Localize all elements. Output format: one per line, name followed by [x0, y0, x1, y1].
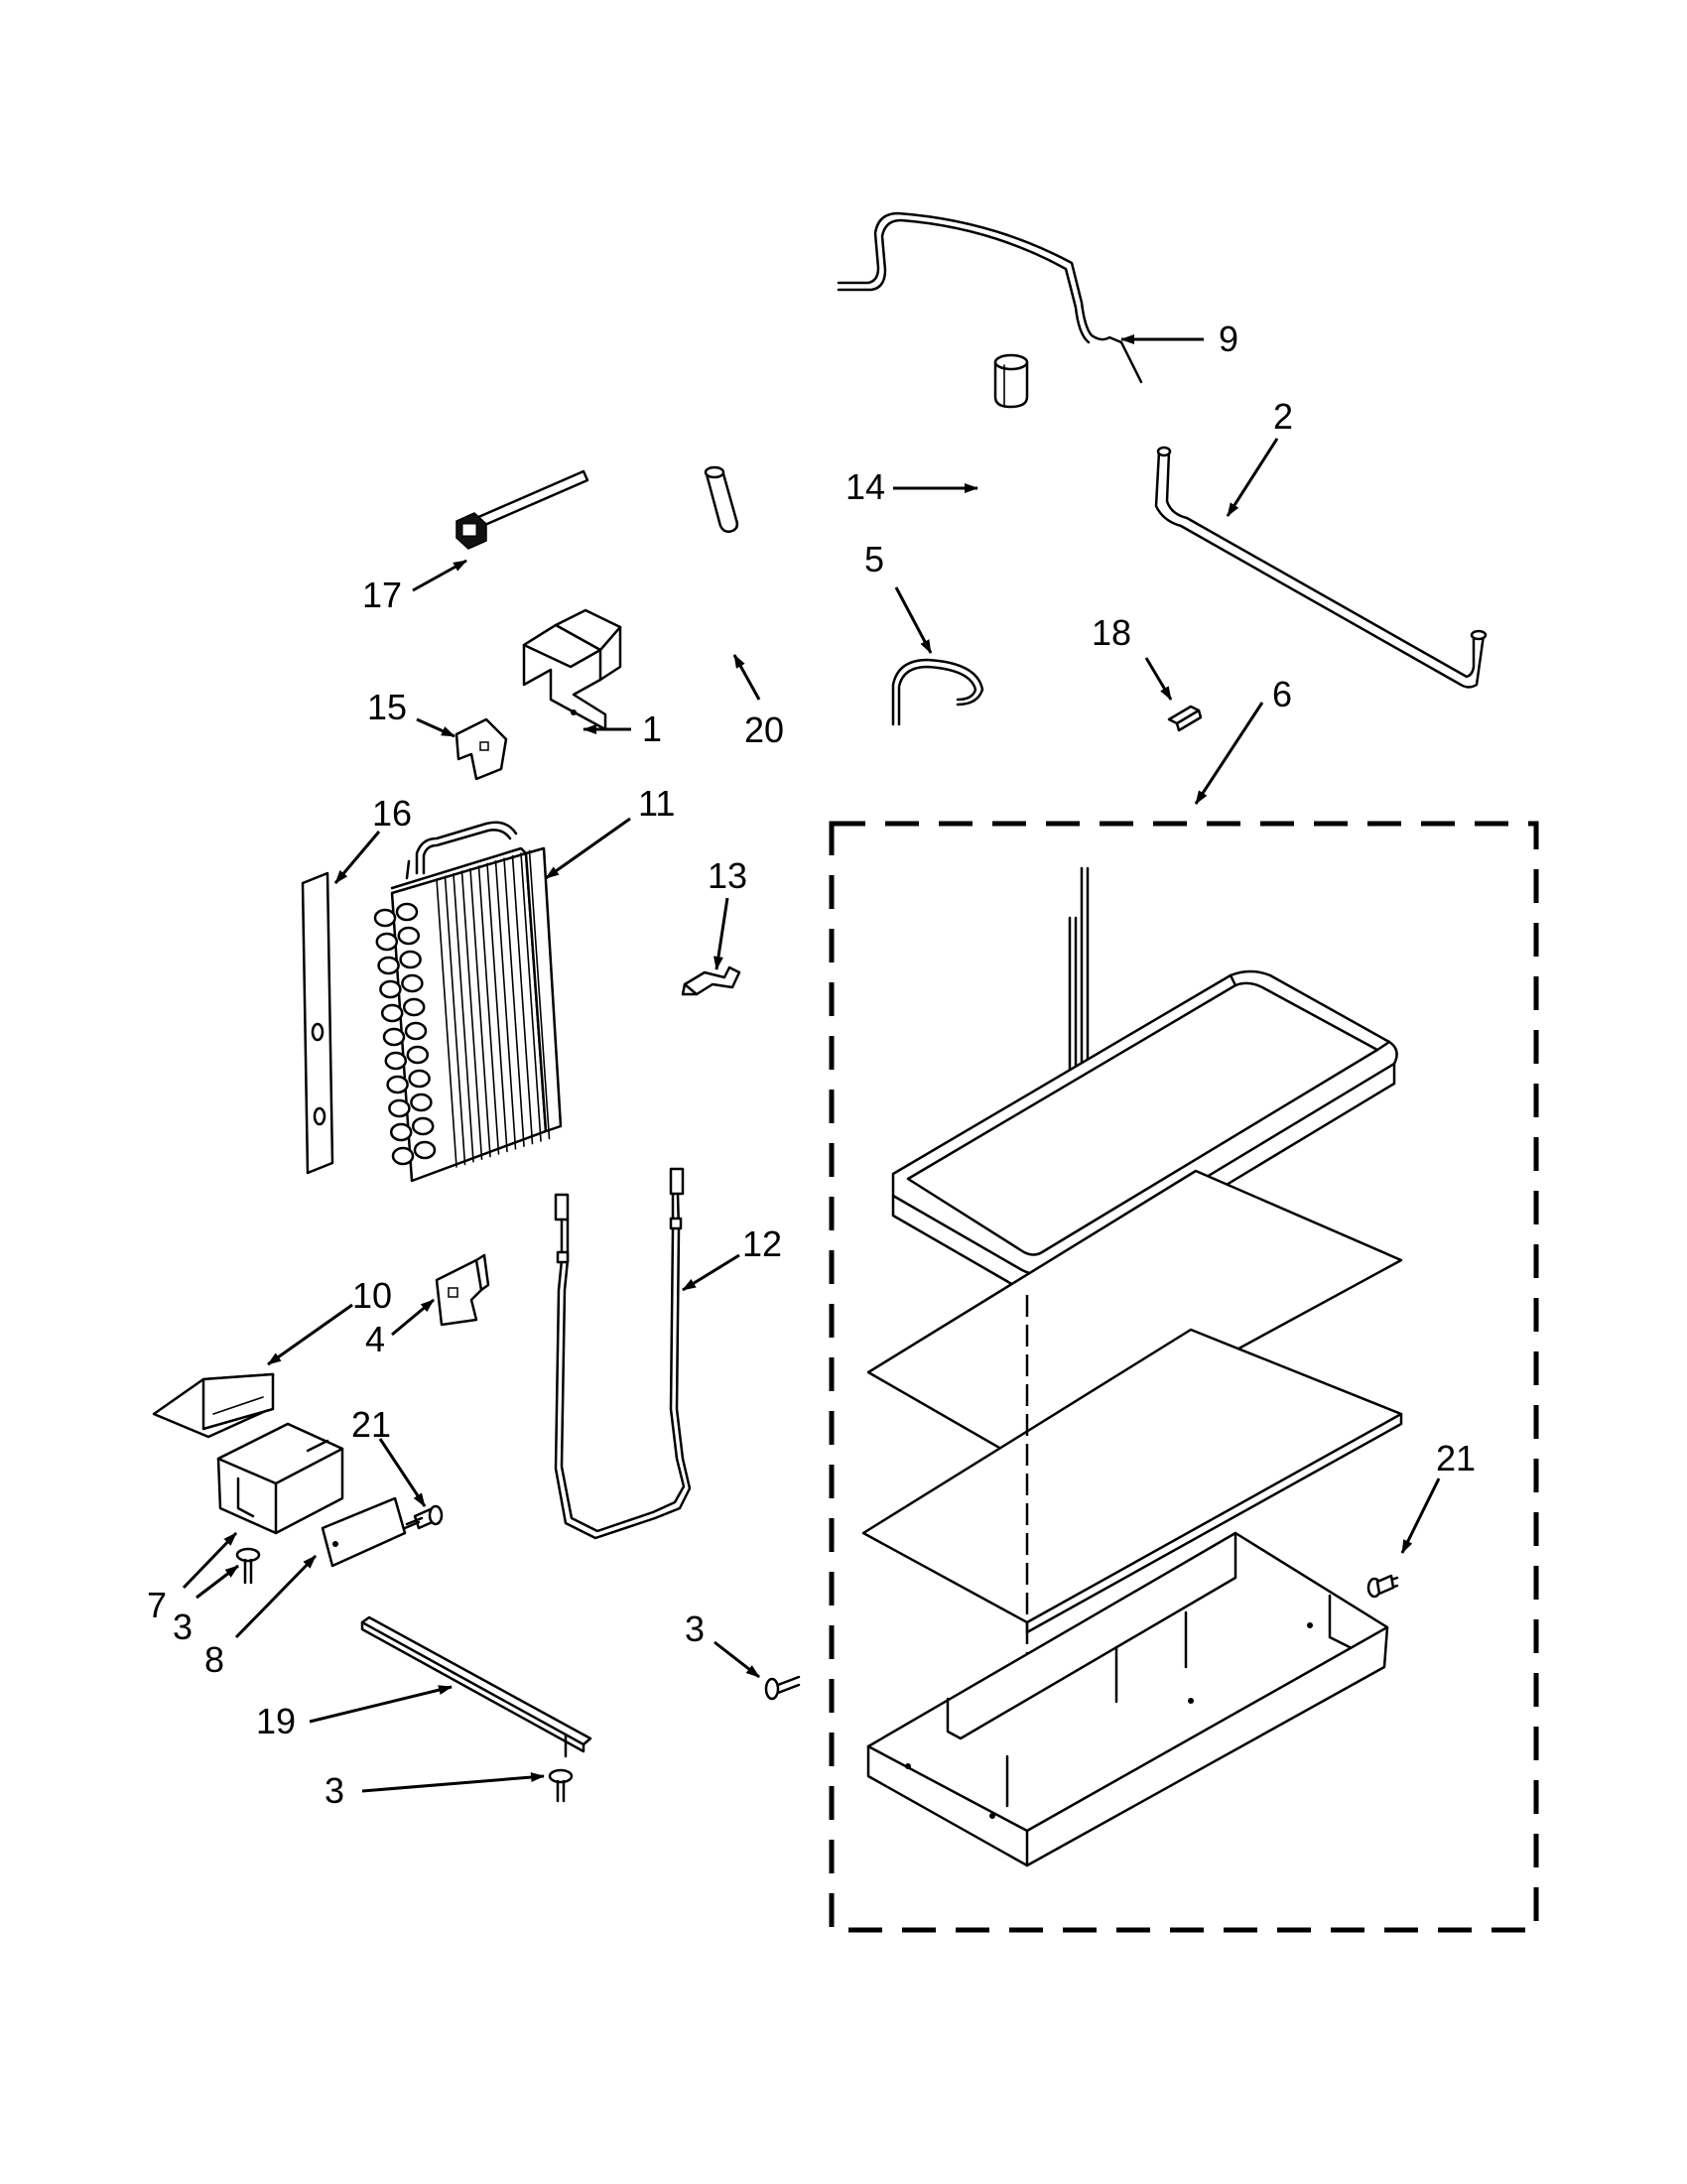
part-21-screw-right — [1366, 1574, 1399, 1599]
part-1-bracket — [522, 608, 622, 731]
callout-2: 2 — [1273, 396, 1293, 437]
callout-15: 15 — [367, 687, 407, 727]
callout-7: 7 — [147, 1585, 167, 1625]
leader-lines — [182, 334, 1441, 1793]
part-9-tube — [837, 211, 1143, 384]
part-3-screw-bottom — [548, 1768, 574, 1803]
part-21-screw-left — [403, 1504, 444, 1530]
part-14-sleeve — [993, 353, 1029, 409]
callout-19: 19 — [256, 1701, 296, 1741]
callout-16: 16 — [372, 793, 412, 834]
evaporator-coils — [373, 902, 437, 1166]
part-18-clip — [1167, 705, 1203, 732]
part-19-rail — [360, 1615, 592, 1758]
callout-13: 13 — [708, 855, 747, 896]
callout-3-bottom: 3 — [324, 1770, 344, 1811]
part-6-drain-pan-assembly — [829, 821, 1539, 1933]
part-8-plate — [321, 1496, 407, 1568]
evaporator-fins — [436, 849, 551, 1168]
callout-4: 4 — [365, 1319, 385, 1359]
callout-9: 9 — [1219, 319, 1238, 359]
callout-18: 18 — [1092, 612, 1131, 653]
callout-20: 20 — [744, 709, 784, 750]
callout-21-right: 21 — [1436, 1438, 1476, 1478]
part-7-box-bracket — [216, 1422, 344, 1535]
callout-8: 8 — [204, 1639, 224, 1680]
part-4-bracket — [435, 1253, 490, 1327]
part-16-strip — [301, 871, 334, 1175]
part-15-plate — [454, 717, 508, 781]
callout-1: 1 — [642, 708, 662, 749]
part-20-sleeve — [704, 465, 739, 534]
part-5-wire-hook — [891, 658, 984, 726]
callout-11: 11 — [638, 783, 675, 824]
callout-10: 10 — [352, 1275, 392, 1316]
part-10-cover — [152, 1372, 275, 1439]
callout-3-right: 3 — [685, 1608, 705, 1649]
callout-labels: 9 2 14 5 18 6 20 17 1 15 16 11 13 12 10 … — [147, 319, 1476, 1811]
part-2-drain-tube — [1154, 446, 1488, 689]
part-13-clip — [681, 965, 741, 996]
callout-6: 6 — [1272, 674, 1292, 714]
assembly-dashed-outline — [829, 821, 1539, 1933]
callout-12: 12 — [742, 1223, 782, 1264]
callout-5: 5 — [864, 539, 884, 579]
callout-14: 14 — [845, 466, 885, 507]
part-3-screw-left-a — [235, 1547, 261, 1585]
part-11-evaporator — [373, 821, 563, 1183]
callout-17: 17 — [362, 575, 402, 615]
part-3-screw-right — [764, 1675, 801, 1701]
part-12-wire-harness — [554, 1167, 692, 1540]
callout-3-left: 3 — [173, 1606, 193, 1647]
part-17-cable-tie — [455, 469, 589, 550]
callout-21-left: 21 — [351, 1404, 391, 1445]
